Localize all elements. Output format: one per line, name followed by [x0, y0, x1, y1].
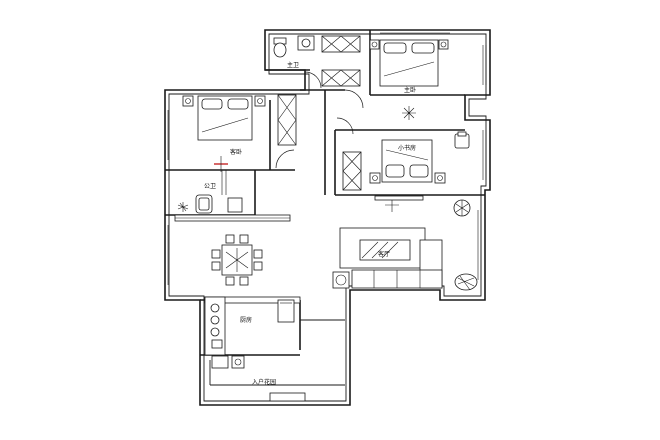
- living-room-label: 客厅: [378, 250, 390, 258]
- bed-icon: [369, 139, 446, 184]
- sink-icon: [227, 197, 243, 213]
- guest-bath: 公卫: [174, 170, 291, 222]
- guest-bedroom-label: 客卧: [230, 148, 242, 156]
- master-bedroom-label: 主卧: [404, 86, 416, 94]
- dining-area: [211, 234, 263, 286]
- windows: [164, 29, 487, 402]
- ceiling-lamp-icon: [402, 106, 416, 120]
- toilet-icon: [195, 194, 213, 214]
- kitchen: 厨房: [204, 296, 301, 356]
- plant-icon: [453, 199, 478, 291]
- bed-icon: [182, 95, 266, 141]
- side-table-icon: [332, 271, 350, 289]
- wardrobe-icon: [321, 35, 361, 87]
- kitchen-label: 厨房: [240, 316, 252, 324]
- wardrobe-icon: [342, 151, 362, 191]
- entrance-garden: 入户花园: [211, 355, 276, 386]
- guest-bath-label: 公卫: [204, 183, 216, 190]
- plant-icon: [177, 202, 189, 212]
- living-room: 客厅: [332, 199, 478, 291]
- toilet-icon: [273, 37, 287, 58]
- stove-icon: [210, 303, 220, 337]
- bed-icon: [369, 39, 449, 87]
- wardrobe-icon: [277, 94, 297, 146]
- master-bath: 主卫: [273, 35, 361, 89]
- outer-walls: [164, 29, 491, 406]
- master-bedroom: 主卧: [344, 39, 449, 120]
- entrance-garden-label: 入户花园: [252, 378, 276, 386]
- study-label: 小书房: [398, 144, 416, 152]
- dining-table-icon: [211, 234, 263, 286]
- appliance-icon: [211, 355, 245, 369]
- study: 小书房: [336, 117, 470, 212]
- guest-bedroom: 客卧: [182, 94, 297, 172]
- chair-icon: [454, 131, 470, 149]
- sink-icon: [297, 35, 315, 51]
- master-bath-label: 主卫: [287, 61, 299, 69]
- sofa-icon: [339, 227, 443, 289]
